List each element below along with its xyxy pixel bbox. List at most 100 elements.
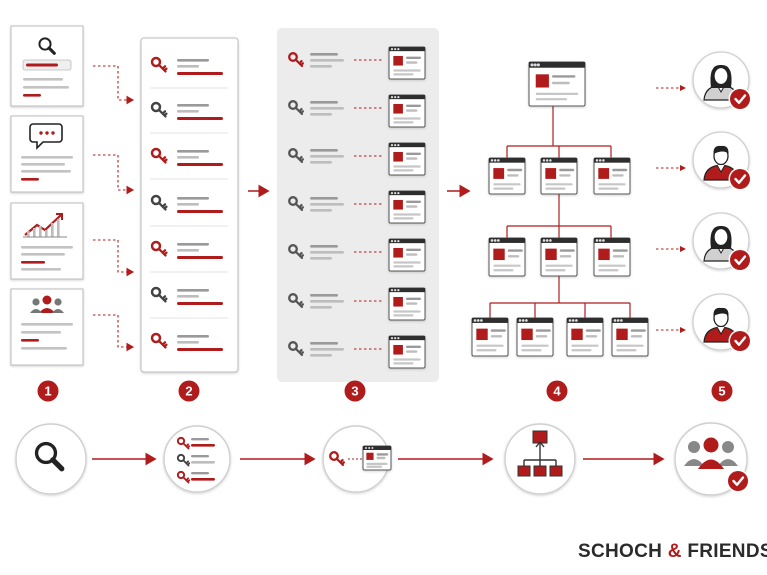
people-icon <box>30 295 64 313</box>
tree-connectors <box>489 106 631 318</box>
step-number: 4 <box>553 384 561 399</box>
key-icon <box>150 56 168 73</box>
search-icon <box>34 441 65 472</box>
summary-flow <box>15 422 750 496</box>
dashed-connector <box>93 239 135 277</box>
stage-5-users <box>656 51 752 353</box>
key-page-row <box>288 142 426 176</box>
step-numbers: 1 2 3 4 5 <box>37 380 733 402</box>
key-icon <box>288 52 304 68</box>
key-icon <box>329 451 345 467</box>
leaf-page-icon <box>471 317 509 357</box>
search-icon <box>38 37 56 55</box>
step-number-badge: 4 <box>546 380 568 402</box>
source-card <box>10 202 84 280</box>
child-page-icon <box>488 237 526 277</box>
key-icon <box>150 286 168 303</box>
page-icon <box>388 335 426 369</box>
child-page-icon <box>540 157 578 195</box>
key-icon <box>288 293 304 309</box>
step-number-badge: 2 <box>178 380 200 402</box>
chat-icon <box>29 123 63 150</box>
leaf-page-icon <box>516 317 554 357</box>
source-card <box>10 115 84 193</box>
man-avatar-icon <box>692 131 752 191</box>
key-to-page-icon <box>329 445 392 471</box>
step-number: 1 <box>44 384 51 399</box>
check-badge-icon <box>726 469 750 493</box>
page-icon <box>388 238 426 272</box>
key-row <box>150 286 228 319</box>
check-badge-icon <box>728 329 752 353</box>
page-icon <box>388 142 426 176</box>
key-page-row <box>288 287 426 321</box>
check-badge-icon <box>728 167 752 191</box>
key-icon <box>176 470 191 484</box>
dashed-connector <box>93 65 135 105</box>
key-row <box>150 147 228 180</box>
step-number-badge: 5 <box>711 380 733 402</box>
hierarchy-icon <box>517 430 563 477</box>
page-icon <box>388 190 426 224</box>
source-card <box>10 25 84 107</box>
source-card <box>10 288 84 366</box>
key-page-row <box>288 190 426 224</box>
step-number-badge: 3 <box>344 380 366 402</box>
key-icon <box>150 332 168 349</box>
team-check-icon <box>684 437 750 493</box>
page-icon <box>362 445 392 471</box>
step-number: 5 <box>718 384 725 399</box>
key-row <box>150 101 228 134</box>
key-icon <box>150 147 168 164</box>
stage-4-hierarchy <box>471 61 649 357</box>
key-icon <box>176 436 191 450</box>
key-icon <box>288 196 304 212</box>
step-number: 2 <box>185 384 192 399</box>
key-row <box>150 332 223 351</box>
page-icon <box>388 94 426 128</box>
step-number-badge: 1 <box>37 380 59 402</box>
key-icon <box>288 100 304 116</box>
stage-1-sources <box>10 25 135 366</box>
check-badge-icon <box>728 87 752 111</box>
leaf-page-icon <box>611 317 649 357</box>
key-icon <box>150 194 168 211</box>
dashed-connector <box>93 154 135 195</box>
key-icon <box>150 101 168 118</box>
child-page-icon <box>488 157 526 195</box>
page-icon <box>388 46 426 80</box>
child-page-icon <box>593 157 631 195</box>
key-page-row <box>288 94 426 128</box>
key-page-row <box>288 46 426 80</box>
key-icon <box>288 148 304 164</box>
stage-3-key-pages <box>277 28 471 382</box>
step-number: 3 <box>351 384 358 399</box>
child-page-icon <box>593 237 631 277</box>
brand-logo: SCHOCH & FRIENDS <box>578 541 767 563</box>
stage-2-keys <box>140 37 270 373</box>
key-page-row <box>288 238 426 272</box>
root-page-icon <box>528 61 586 107</box>
key-row <box>150 56 228 89</box>
child-page-icon <box>540 237 578 277</box>
step-circle <box>163 425 231 493</box>
key-icon <box>288 341 304 357</box>
brand-part-1: SCHOCH <box>578 541 668 562</box>
key-row <box>150 194 228 227</box>
woman-avatar-icon <box>692 51 752 111</box>
check-badge-icon <box>728 248 752 272</box>
growth-chart-icon <box>23 213 67 238</box>
page-icon <box>388 287 426 321</box>
key-icon <box>288 244 304 260</box>
leaf-page-icon <box>566 317 604 357</box>
key-row <box>150 240 228 273</box>
woman-avatar-icon <box>692 212 752 272</box>
brand-ampersand: & <box>667 541 682 562</box>
dashed-connector <box>93 314 135 352</box>
key-icon <box>176 453 191 467</box>
man-avatar-icon <box>692 293 752 353</box>
key-icon <box>150 240 168 257</box>
brand-part-2: FRIENDS <box>681 541 767 562</box>
key-list-icon <box>176 436 215 484</box>
